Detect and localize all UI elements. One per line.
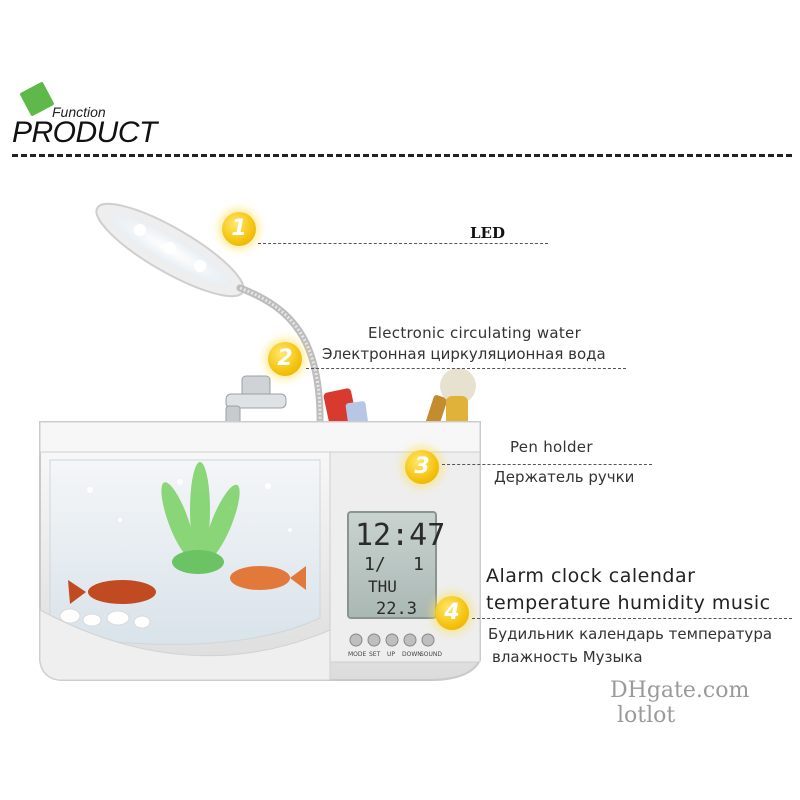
callout-label-circulating-water: Electronic circulating water bbox=[368, 324, 582, 342]
header-divider bbox=[12, 154, 792, 157]
button-label-down: DOWN bbox=[402, 651, 422, 658]
aquarium-plant bbox=[161, 462, 240, 574]
goldfish bbox=[68, 566, 306, 604]
lcd-date-right: 1 bbox=[413, 554, 424, 575]
callout-marker-3: 3 bbox=[405, 450, 439, 484]
product-photo: 12:47 1/ 1 THU 22.3 MODE SET UP DOWN SOU… bbox=[39, 202, 481, 681]
button-label-set: SET bbox=[369, 651, 381, 658]
callout-label-circulating-water-ru: Электронная циркуляционная вода bbox=[322, 345, 606, 363]
logo-subtitle: Function bbox=[52, 104, 106, 120]
callout-marker-2: 2 bbox=[268, 342, 302, 376]
lcd-temp: 22.3 bbox=[376, 599, 417, 619]
callout-marker-4: 4 bbox=[435, 596, 469, 630]
callout-label-led: LED bbox=[470, 224, 505, 242]
callout-label-alarm-calendar: Alarm clock calendar bbox=[486, 565, 696, 587]
watermark: DHgate.com lotlot bbox=[610, 678, 800, 728]
logo-title: PRODUCT bbox=[12, 116, 157, 149]
lcd-day: THU bbox=[368, 577, 397, 596]
callout-leader-3 bbox=[442, 464, 652, 465]
callout-label-alarm-ru: Будильник календарь температура bbox=[488, 625, 773, 643]
button-label-sound: SOUND bbox=[420, 651, 442, 658]
button-label-up: UP bbox=[387, 651, 395, 658]
lcd-date-left: 1/ bbox=[364, 554, 386, 575]
callout-label-pen-holder: Pen holder bbox=[510, 438, 593, 456]
watermark-brand: DHgate.com bbox=[610, 678, 750, 703]
callout-leader-1 bbox=[258, 243, 548, 244]
led-lamp bbox=[95, 202, 324, 432]
button-label-mode: MODE bbox=[348, 651, 367, 658]
callout-leader-2 bbox=[306, 368, 626, 369]
control-buttons: MODE SET UP DOWN SOUND bbox=[348, 633, 442, 658]
callout-label-temperature-humidity: temperature humidity music bbox=[486, 592, 771, 614]
callout-label-humidity-ru: влажность Музыка bbox=[492, 648, 643, 666]
callout-marker-1: 1 bbox=[222, 212, 256, 246]
callout-label-pen-holder-ru: Держатель ручки bbox=[494, 468, 635, 486]
watermark-store: lotlot bbox=[617, 703, 676, 728]
water-pump bbox=[225, 375, 287, 429]
logo-mark-icon bbox=[19, 81, 55, 117]
lcd-time: 12:47 bbox=[355, 518, 445, 553]
callout-leader-4 bbox=[472, 618, 792, 619]
